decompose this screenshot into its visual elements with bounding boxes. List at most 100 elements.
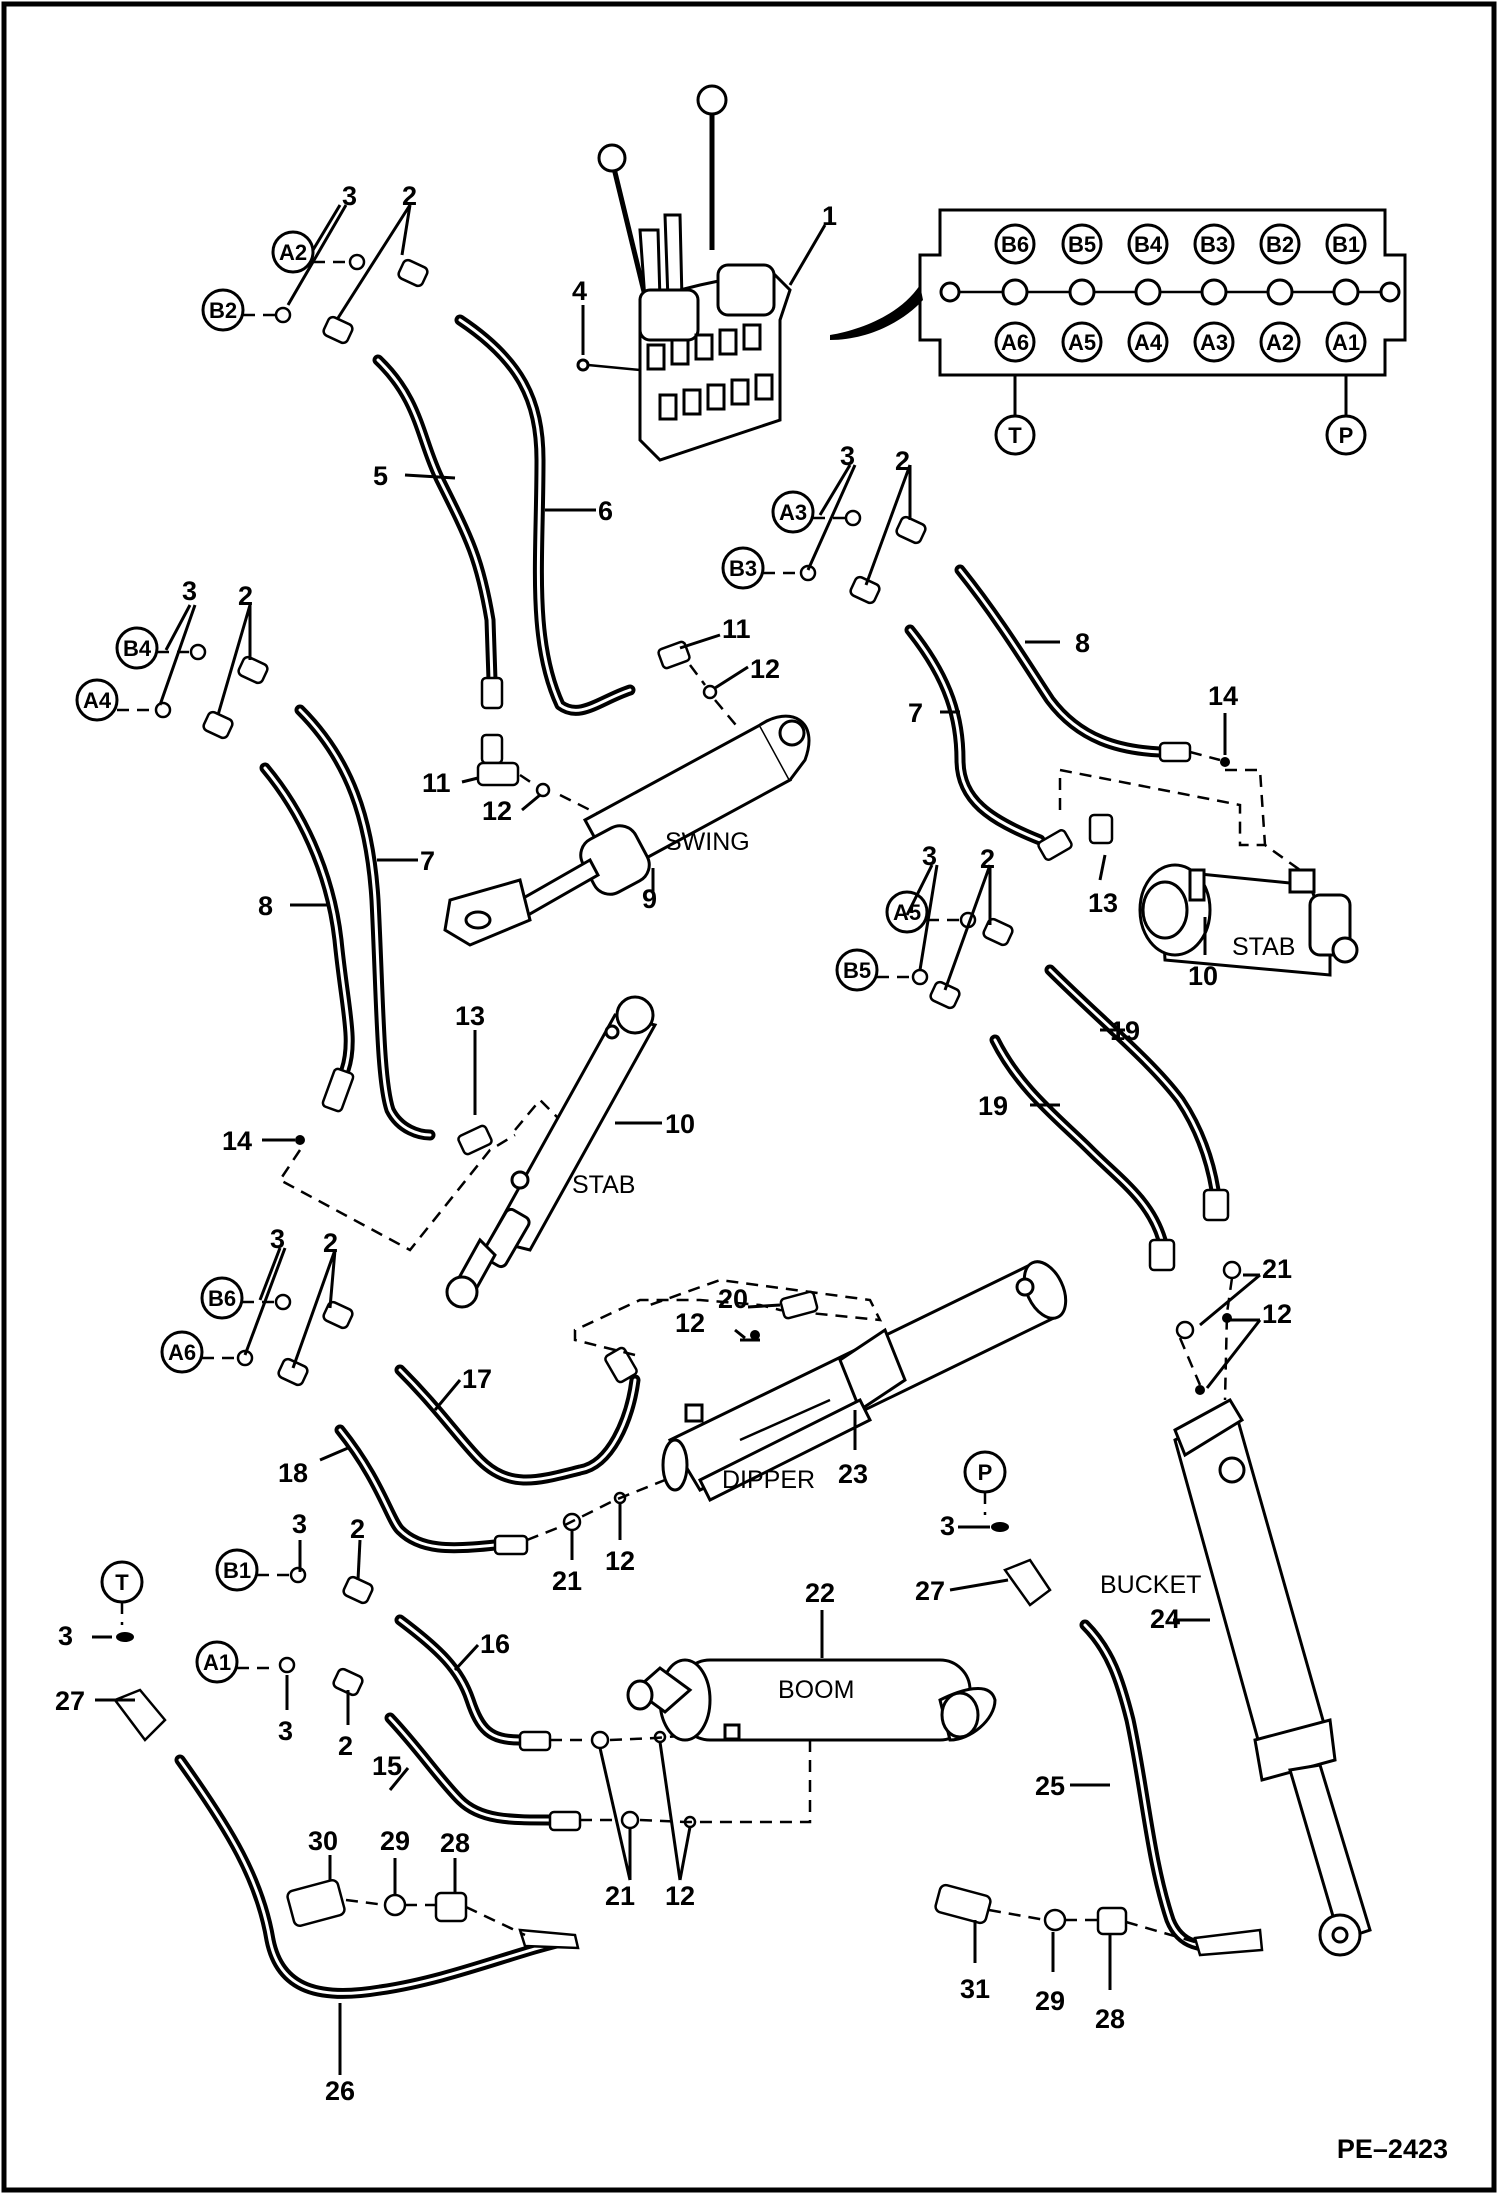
callout-3-left-stab: 3 <box>182 576 197 606</box>
port-label-a5: A5 <box>1068 330 1096 355</box>
dipper-hose-group <box>160 1260 1068 1556</box>
callout-21-boom: 21 <box>605 1881 635 1911</box>
callout-11-lower: 11 <box>422 768 451 798</box>
port-label-p-block: P <box>1339 423 1354 448</box>
dipper-cylinder <box>661 1260 1068 1503</box>
swing-hose-group <box>201 230 811 947</box>
callout-22: 22 <box>805 1578 835 1608</box>
callout-30: 30 <box>308 1826 338 1856</box>
callout-25: 25 <box>1035 1771 1065 1801</box>
label-stab-right: STAB <box>1232 933 1295 961</box>
boom-cylinder <box>626 1658 997 1742</box>
port-label-a6: A6 <box>1001 330 1029 355</box>
callout-7-left: 7 <box>420 846 435 876</box>
callout-19-lower: 19 <box>978 1091 1008 1121</box>
boom-hose-group <box>195 1548 997 1881</box>
callout-15: 15 <box>372 1751 402 1781</box>
callout-3-tank: 3 <box>58 1621 73 1651</box>
label-boom: BOOM <box>778 1676 854 1704</box>
port-a6: A6 <box>168 1340 196 1365</box>
callout-8-right: 8 <box>1075 628 1090 658</box>
port-label-a3: A3 <box>1200 330 1228 355</box>
reference-code: PE–2423 <box>1337 2134 1448 2164</box>
callout-3-right-stab: 3 <box>840 441 855 471</box>
port-label-b2: B2 <box>1266 232 1294 257</box>
callout-14-left: 14 <box>222 1126 252 1156</box>
port-p: P <box>978 1460 993 1485</box>
callout-3-dipper: 3 <box>270 1224 285 1254</box>
left-stab-cylinder <box>445 995 658 1309</box>
callout-23: 23 <box>838 1459 868 1489</box>
swing-cylinder <box>443 714 811 947</box>
port-b1: B1 <box>223 1558 251 1583</box>
callout-28-pressure: 28 <box>1095 2004 1125 2034</box>
label-dipper: DIPPER <box>722 1466 815 1494</box>
callout-12-dipper-lower: 12 <box>605 1546 635 1576</box>
port-b5: B5 <box>843 958 871 983</box>
callout-2-dipper: 2 <box>323 1228 338 1258</box>
callout-16: 16 <box>480 1629 510 1659</box>
port-label-b4: B4 <box>1134 232 1163 257</box>
label-bucket: BUCKET <box>1100 1571 1201 1599</box>
port-a1: A1 <box>203 1650 231 1675</box>
callout-7-right: 7 <box>908 698 923 728</box>
callout-2-right-stab: 2 <box>895 446 910 476</box>
callout-12-dipper: 12 <box>675 1308 705 1338</box>
callout-2-left-stab: 2 <box>238 581 253 611</box>
port-b6: B6 <box>208 1286 236 1311</box>
callout-17: 17 <box>462 1364 492 1394</box>
port-b2: B2 <box>209 298 237 323</box>
callout-14-right: 14 <box>1208 681 1238 711</box>
port-label-b6: B6 <box>1001 232 1029 257</box>
port-a3: A3 <box>779 500 807 525</box>
port-a2: A2 <box>279 240 307 265</box>
callout-6: 6 <box>598 496 613 526</box>
port-a4: A4 <box>83 688 112 713</box>
port-label-b3: B3 <box>1200 232 1228 257</box>
callout-3-swing: 3 <box>342 181 357 211</box>
callout-21-dipper: 21 <box>552 1566 582 1596</box>
callout-24: 24 <box>1150 1604 1180 1634</box>
port-label-b1: B1 <box>1332 232 1360 257</box>
component-labels: SWING STAB STAB DIPPER BUCKET BOOM <box>572 828 1295 1704</box>
callout-10-left: 10 <box>665 1109 695 1139</box>
callout-3-boom-lower: 3 <box>278 1716 293 1746</box>
control-valve <box>576 84 792 462</box>
callout-12-bucket: 12 <box>1262 1299 1292 1329</box>
callout-31: 31 <box>960 1974 990 2004</box>
callout-1: 1 <box>822 201 837 231</box>
port-b3: B3 <box>729 556 757 581</box>
callout-13-right: 13 <box>1088 888 1118 918</box>
leader-lines <box>92 204 1227 2075</box>
callout-12-lower: 12 <box>482 796 512 826</box>
port-label-a1: A1 <box>1332 330 1360 355</box>
tank-pressure-group <box>100 1450 1264 1999</box>
hose-port-labels: A2 B2 B4 A4 A3 B3 A5 B5 B6 A6 B1 A1 T P <box>83 240 992 1675</box>
callout-numbers: 1 4 3 2 5 6 11 12 11 12 9 3 2 8 7 13 14 … <box>55 181 1292 2106</box>
port-label-a4: A4 <box>1134 330 1163 355</box>
callout-28-tank: 28 <box>440 1828 470 1858</box>
callout-9: 9 <box>642 884 657 914</box>
callout-27-tank: 27 <box>55 1686 85 1716</box>
right-stab-hose-group <box>721 490 1359 977</box>
callout-11-upper: 11 <box>722 614 751 644</box>
callout-2-swing: 2 <box>402 181 417 211</box>
port-t: T <box>115 1570 129 1595</box>
left-stab-hose-group <box>75 626 658 1309</box>
callout-21-bucket: 21 <box>1262 1254 1292 1284</box>
callout-29-tank: 29 <box>380 1826 410 1856</box>
callout-2-boom-lower: 2 <box>338 1731 353 1761</box>
callout-5: 5 <box>373 461 388 491</box>
bucket-cylinder <box>1173 1397 1372 1957</box>
label-swing: SWING <box>665 828 750 856</box>
callout-3-pressure: 3 <box>940 1511 955 1541</box>
right-stab-cylinder <box>1138 863 1359 977</box>
port-block: B6 B5 B4 B3 B2 B1 A6 A5 A4 A3 A2 A1 T P <box>830 208 1407 456</box>
callout-29-pressure: 29 <box>1035 1986 1065 2016</box>
callout-26: 26 <box>325 2076 355 2106</box>
callout-4: 4 <box>572 276 587 306</box>
callout-10-right: 10 <box>1188 961 1218 991</box>
